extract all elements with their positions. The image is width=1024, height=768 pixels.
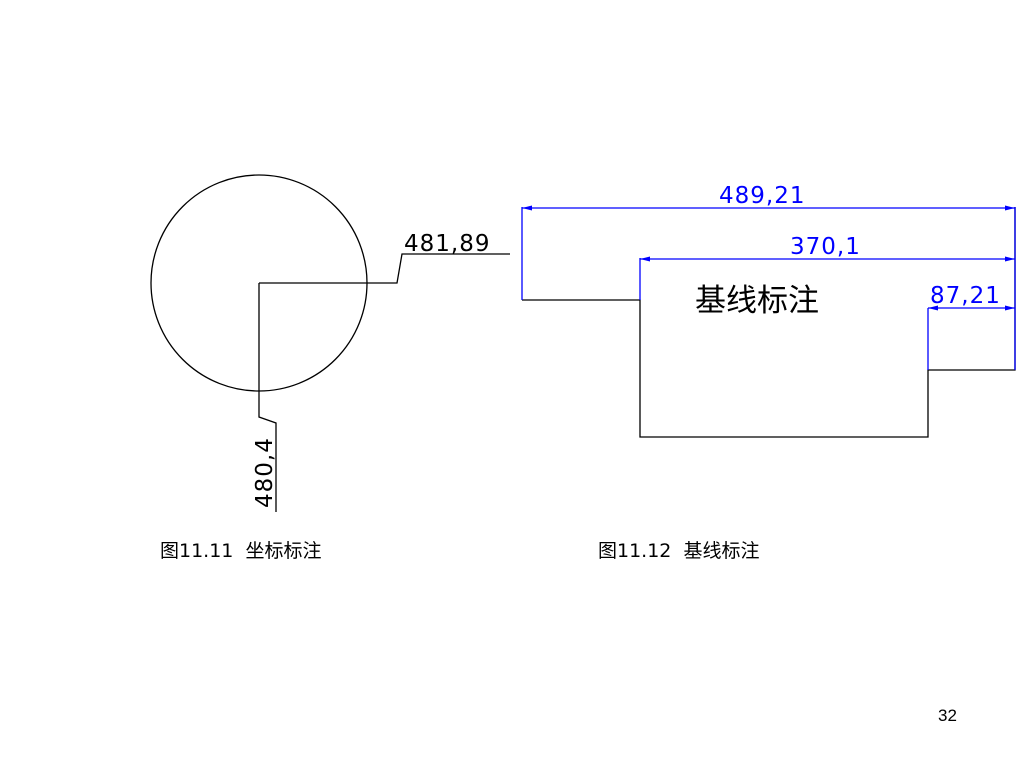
ordinate-dimension-figure: 481,89 480,4 bbox=[150, 174, 510, 512]
dimension-line-overall bbox=[522, 205, 1015, 211]
dimension-line-right bbox=[928, 305, 1015, 311]
dimension-overall-value: 489,21 bbox=[719, 183, 805, 209]
y-ordinate-leader bbox=[258, 283, 277, 512]
baseline-dimension-figure: 489,21 370,1 87,21 基线标注 bbox=[521, 183, 1016, 438]
figure-caption-baseline: 图11.12 基线标注 bbox=[598, 540, 760, 562]
x-ordinate-leader bbox=[259, 253, 510, 284]
part-outline bbox=[522, 207, 1016, 438]
y-ordinate-value: 480,4 bbox=[252, 437, 278, 508]
page-number: 32 bbox=[938, 706, 957, 725]
figure-caption-ordinate: 图11.11 坐标标注 bbox=[160, 540, 322, 562]
dimension-middle-value: 370,1 bbox=[790, 234, 861, 260]
dimension-line-middle bbox=[640, 256, 1015, 262]
dimension-right-value: 87,21 bbox=[930, 283, 1001, 309]
baseline-label: 基线标注 bbox=[695, 283, 819, 319]
x-ordinate-value: 481,89 bbox=[404, 231, 490, 257]
